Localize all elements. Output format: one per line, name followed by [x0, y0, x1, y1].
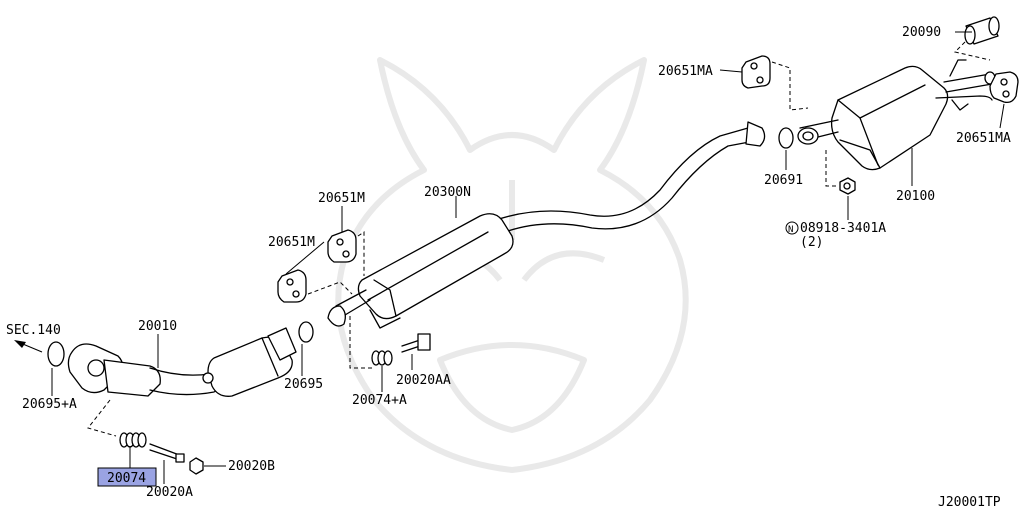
tail-finisher-20090[interactable] — [964, 16, 1000, 45]
label-20074A[interactable]: 20074+A — [352, 393, 407, 408]
spring-20074[interactable] — [119, 432, 147, 448]
label-20100[interactable]: 20100 — [896, 189, 935, 204]
part-labels: 20090 20651MA 20651MA 20691 20100 20300N… — [6, 25, 1011, 510]
gasket-20695[interactable] — [298, 321, 314, 343]
label-20651MA-top[interactable]: 20651MA — [658, 64, 713, 79]
nut-note-symbol: N — [788, 225, 793, 235]
center-muffler-20300N[interactable] — [327, 121, 766, 329]
rubber-mount-20651MA-top[interactable] — [741, 55, 771, 89]
label-20651MA-right[interactable]: 20651MA — [956, 131, 1011, 146]
sec-reference[interactable]: SEC.140 — [6, 323, 61, 338]
label-20691[interactable]: 20691 — [764, 173, 803, 188]
footer-code: J20001TP — [938, 495, 1001, 510]
spring-20074A[interactable] — [371, 350, 393, 366]
gasket-20695A[interactable] — [47, 341, 65, 367]
nut-note-circle — [785, 221, 799, 235]
bolt-20020A[interactable] — [149, 443, 185, 463]
label-20020A[interactable]: 20020A — [146, 485, 193, 500]
label-20651M-upper[interactable]: 20651M — [318, 191, 365, 206]
nut-08918-3401A[interactable] — [839, 177, 856, 195]
label-20695[interactable]: 20695 — [284, 377, 323, 392]
rubber-mount-20651M-upper[interactable] — [327, 229, 357, 263]
label-20020AA[interactable]: 20020AA — [396, 373, 451, 388]
nut-note-part[interactable]: 08918-3401A — [800, 221, 886, 236]
nut-20020B[interactable] — [189, 457, 204, 475]
bolt-20020AA[interactable] — [401, 333, 431, 353]
label-20090[interactable]: 20090 — [902, 25, 941, 40]
gasket-20691[interactable] — [778, 127, 794, 149]
rubber-mount-20651MA-right[interactable] — [989, 71, 1019, 104]
rear-muffler-20100[interactable] — [797, 59, 996, 171]
label-20020B[interactable]: 20020B — [228, 459, 275, 474]
label-20010[interactable]: 20010 — [138, 319, 177, 334]
rubber-mount-20651M-lower[interactable] — [277, 269, 307, 303]
label-20300N[interactable]: 20300N — [424, 185, 471, 200]
label-20074[interactable]: 20074 — [107, 471, 146, 486]
sec-arrow — [14, 340, 43, 353]
label-20651M-lower[interactable]: 20651M — [268, 235, 315, 250]
front-tube-catalyst-20010[interactable] — [67, 327, 297, 397]
leader-lines — [51, 31, 1005, 484]
highlight-box-20074 — [97, 467, 157, 487]
label-20695A[interactable]: 20695+A — [22, 397, 77, 412]
nut-note-qty: (2) — [800, 235, 823, 250]
